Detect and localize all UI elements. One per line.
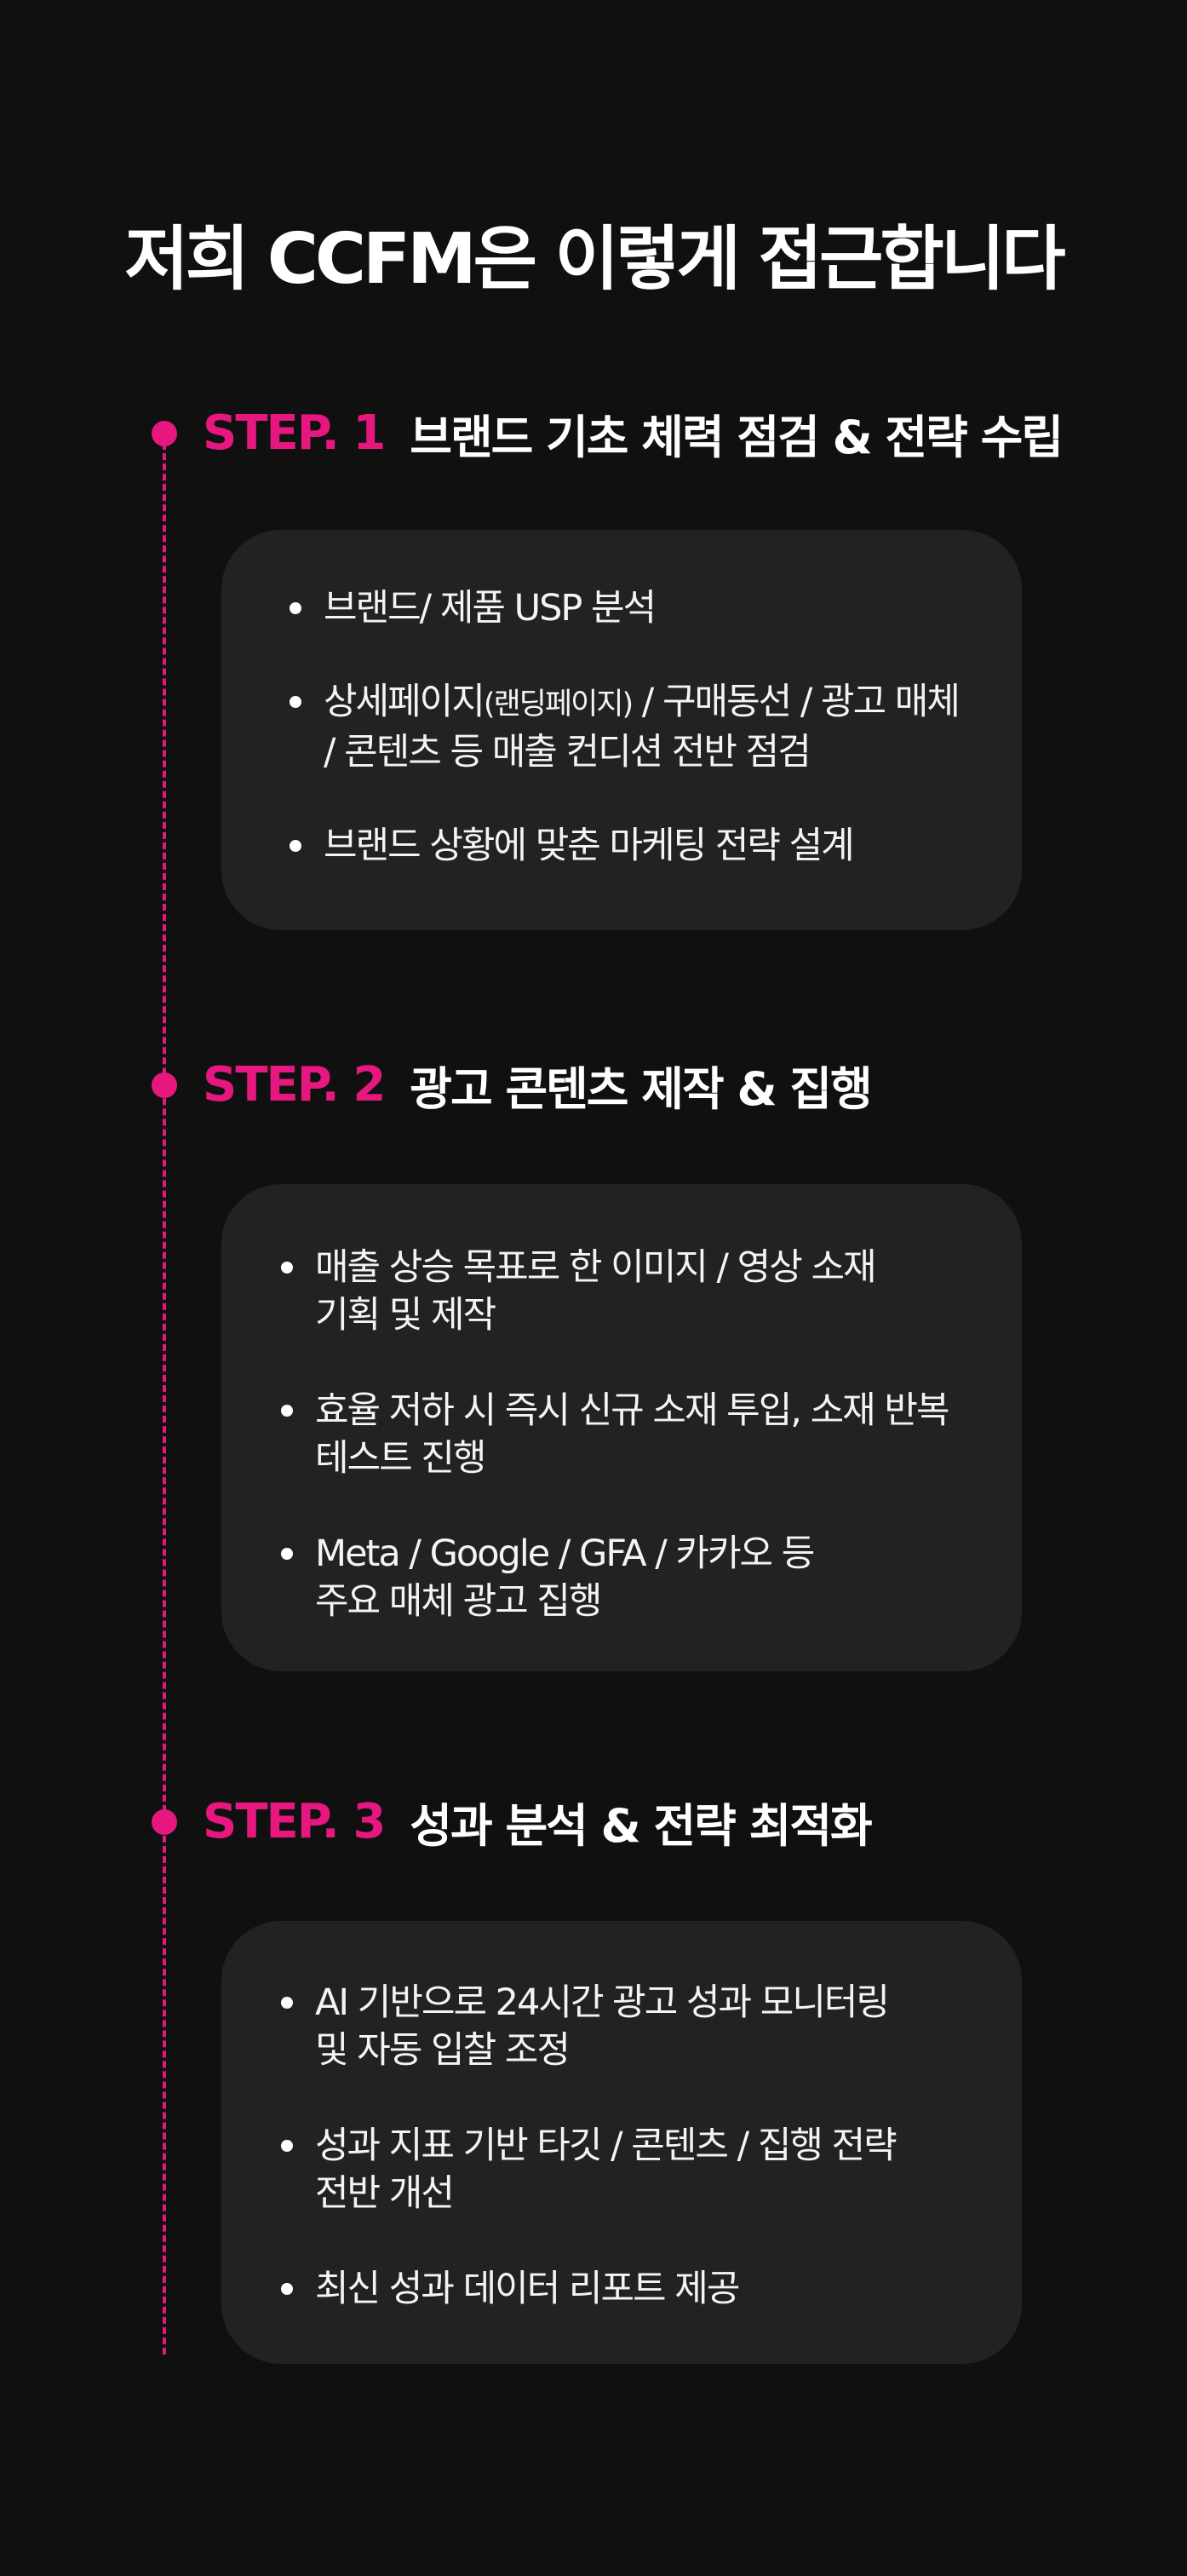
list-item-text: 매출 상승 목표로 한 이미지 / 영상 소재 [315,1246,877,1289]
bullet-dot-icon [281,1548,293,1560]
step-3-header: STEP. 3 성과 분석 & 전략 최적화 [203,1787,873,1855]
bullet-dot-icon [281,1997,293,2009]
list-item: 최신 성과 데이터 리포트 제공 [281,2265,1022,2313]
timeline-dashed-line [163,433,166,2355]
list-item-text: 성과 지표 기반 타깃 / 콘텐츠 / 집행 전략 [315,2125,897,2167]
list-item: Meta / Google / GFA / 카카오 등 주요 매체 광고 집행 [281,1530,1022,1625]
page-title: 저희 CCFM은 이렇게 접근합니다 [124,218,1065,300]
step-2-label: STEP. 2 [203,1056,386,1113]
step-2-title: 광고 콘텐츠 제작 & 집행 [410,1061,872,1116]
list-item: 효율 저하 시 즉시 신규 소재 투입, 소재 반복 테스트 진행 [281,1387,1022,1482]
bullet-dot-icon [290,696,301,708]
step-2-header: STEP. 2 광고 콘텐츠 제작 & 집행 [203,1050,873,1118]
step-2-card: 매출 상승 목표로 한 이미지 / 영상 소재 기획 및 제작 효율 저하 시 … [221,1184,1022,1671]
list-item: 상세페이지(랜딩페이지) / 구매동선 / 광고 매체 / 콘텐츠 등 매출 컨… [290,678,1022,776]
step-1-title: 브랜드 기초 체력 점검 & 전략 수립 [410,410,1064,464]
list-item-text: Meta / Google / GFA / 카카오 등 [315,1532,815,1575]
step-1-card: 브랜드/ 제품 USP 분석 상세페이지(랜딩페이지) / 구매동선 / 광고 … [221,530,1022,930]
list-item-text: 상세페이지 [324,681,485,723]
bullet-dot-icon [281,1405,293,1417]
step-3-dot-icon [152,1809,177,1835]
bullet-dot-icon [290,840,301,852]
step-1-bullet-list: 브랜드/ 제품 USP 분석 상세페이지(랜딩페이지) / 구매동선 / 광고 … [290,584,1022,870]
step-1-header: STEP. 1 브랜드 기초 체력 점검 & 전략 수립 [203,399,1064,467]
list-item-note: (랜딩페이지) [483,687,634,722]
bullet-dot-icon [281,2140,293,2152]
list-item-text: 주요 매체 광고 집행 [315,1580,603,1623]
step-3-bullet-list: AI 기반으로 24시간 광고 성과 모니터링 및 자동 입찰 조정 성과 지표… [281,1979,1022,2313]
list-item-text-line: 상세페이지(랜딩페이지) / 구매동선 / 광고 매체 [324,678,1022,728]
step-2-bullet-list: 매출 상승 목표로 한 이미지 / 영상 소재 기획 및 제작 효율 저하 시 … [281,1244,1022,1625]
list-item-text: 브랜드/ 제품 USP 분석 [324,587,657,630]
list-item-text: 기획 및 제작 [315,1294,496,1337]
bullet-dot-icon [281,2283,293,2295]
step-2-dot-icon [152,1072,177,1098]
list-item: 브랜드 상황에 맞춘 마케팅 전략 설계 [290,822,1022,870]
step-1-label: STEP. 1 [203,405,386,461]
step-3-label: STEP. 3 [203,1793,386,1849]
list-item-text: 및 자동 입찰 조정 [315,2029,571,2072]
step-3-title: 성과 분석 & 전략 최적화 [410,1798,872,1853]
list-item-text: 전반 개선 [315,2172,455,2215]
list-item-text: 효율 저하 시 즉시 신규 소재 투입, 소재 반복 [315,1389,950,1432]
list-item-text: 브랜드 상황에 맞춘 마케팅 전략 설계 [324,825,855,867]
bullet-dot-icon [290,602,301,614]
list-item: AI 기반으로 24시간 광고 성과 모니터링 및 자동 입찰 조정 [281,1979,1022,2074]
list-item: 성과 지표 기반 타깃 / 콘텐츠 / 집행 전략 전반 개선 [281,2122,1022,2217]
step-3-card: AI 기반으로 24시간 광고 성과 모니터링 및 자동 입찰 조정 성과 지표… [221,1921,1022,2364]
list-item-text: 테스트 진행 [315,1437,486,1480]
step-1-dot-icon [152,421,177,446]
bullet-dot-icon [281,1262,293,1274]
list-item-text: 최신 성과 데이터 리포트 제공 [315,2268,740,2310]
list-item-text: / 콘텐츠 등 매출 컨디션 전반 점검 [324,731,811,773]
list-item: 브랜드/ 제품 USP 분석 [290,584,1022,632]
list-item-text: / 구매동선 / 광고 매체 [632,681,960,723]
list-item: 매출 상승 목표로 한 이미지 / 영상 소재 기획 및 제작 [281,1244,1022,1339]
list-item-text: AI 기반으로 24시간 광고 성과 모니터링 [315,1981,890,2024]
